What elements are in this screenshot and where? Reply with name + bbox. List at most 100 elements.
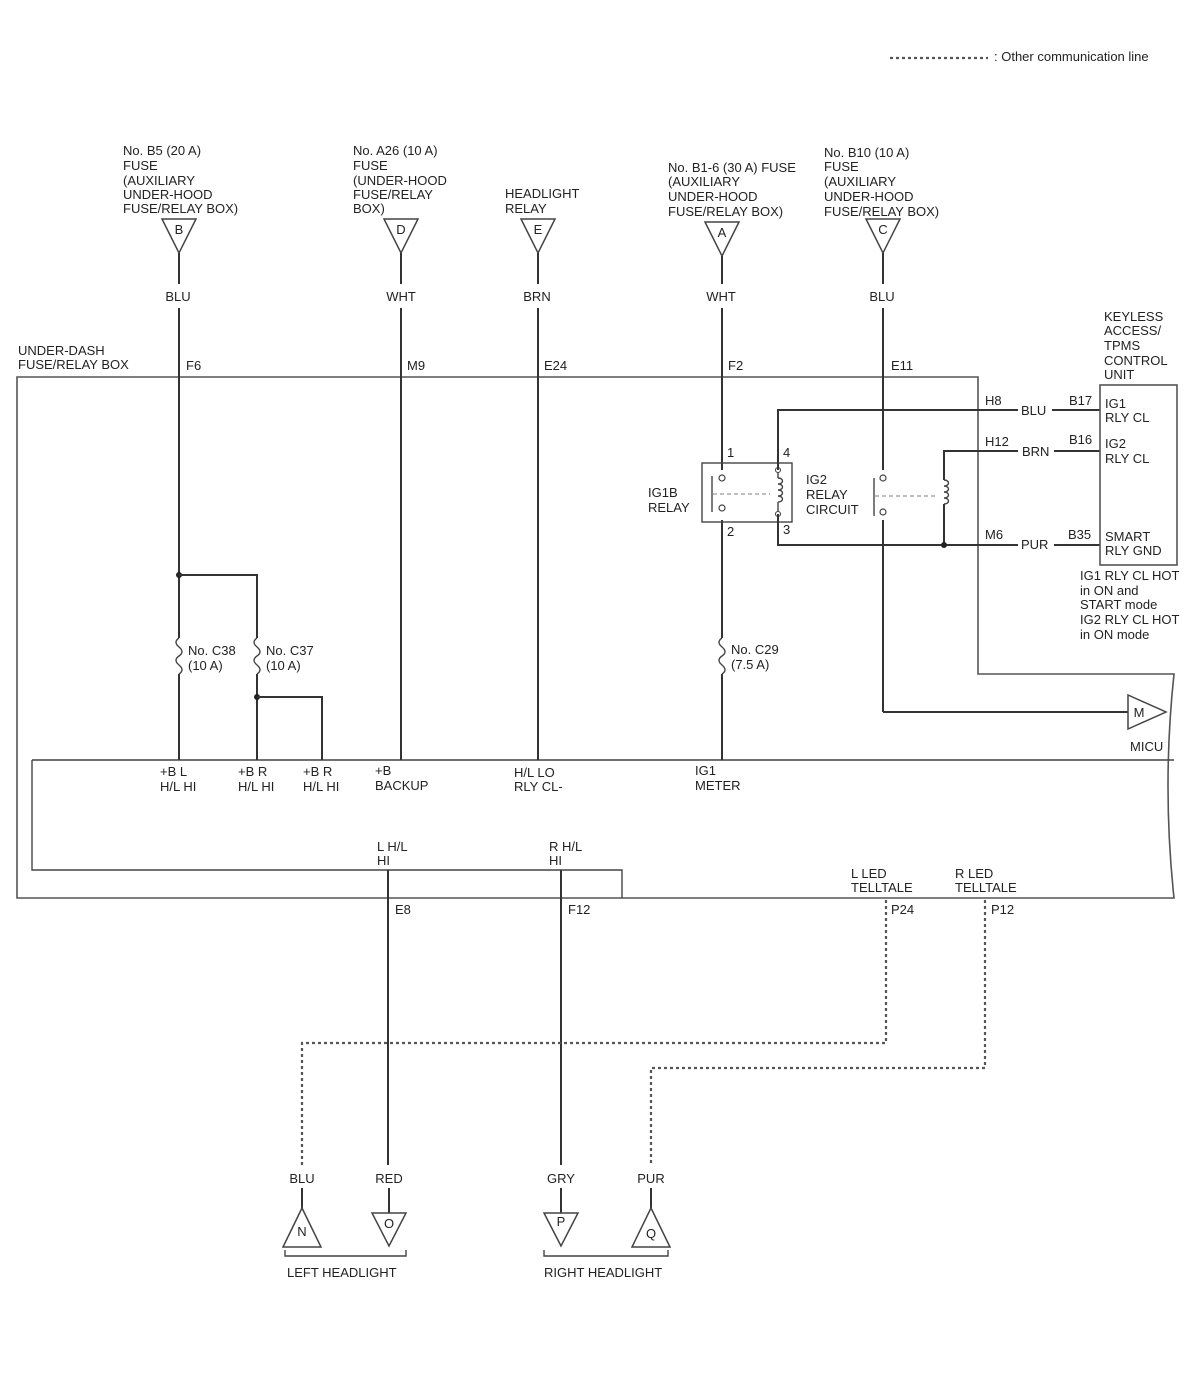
source-a-label: No. B1-6 (30 A) FUSE (AUXILIARY UNDER-HO… bbox=[668, 160, 800, 219]
source-d-line: BOX) bbox=[353, 201, 385, 216]
fuse-c38-line: No. C38 bbox=[188, 643, 236, 658]
source-b-label: No. B5 (20 A) FUSE (AUXILIARY UNDER-HOOD… bbox=[123, 143, 238, 216]
keyless-func-ig1: IG1 RLY CL bbox=[1105, 396, 1149, 425]
keyless-unit-title: KEYLESS ACCESS/ TPMS CONTROL UNIT bbox=[1104, 309, 1171, 382]
ig1b-relay-label: IG1B RELAY bbox=[648, 485, 690, 515]
ig2-relay-circuit: IG2 RELAY CIRCUIT bbox=[806, 472, 950, 517]
label-line: L H/L bbox=[377, 839, 407, 854]
source-b-line: UNDER-HOOD bbox=[123, 187, 213, 202]
source-fuse-a26: No. A26 (10 A) FUSE (UNDER-HOOD FUSE/REL… bbox=[353, 143, 451, 304]
ig2-relay-line: IG2 bbox=[806, 472, 827, 487]
terminal-h12: H12 bbox=[985, 434, 1009, 449]
left-headlight-label: LEFT HEADLIGHT bbox=[287, 1265, 397, 1280]
label-line: IG1 bbox=[695, 763, 716, 778]
ig1b-relay-line: RELAY bbox=[648, 500, 690, 515]
connector-a-letter: A bbox=[718, 225, 727, 240]
ig2-relay-line: RELAY bbox=[806, 487, 848, 502]
label-bl-hl-hi: +B L H/L HI bbox=[160, 764, 196, 794]
label-line: R H/L bbox=[549, 839, 582, 854]
keyless-func-line: SMART bbox=[1105, 529, 1150, 544]
micu-connector-m: M bbox=[1127, 693, 1168, 731]
label-line: +B R bbox=[303, 764, 332, 779]
label-line: TELLTALE bbox=[955, 880, 1017, 895]
fuse-c38-line: (10 A) bbox=[188, 658, 223, 673]
under-dash-box-title: UNDER-DASH FUSE/RELAY BOX bbox=[18, 343, 129, 372]
label-line: HI bbox=[377, 853, 390, 868]
source-c-line: UNDER-HOOD bbox=[824, 189, 914, 204]
keyless-note-line: IG2 RLY CL HOT bbox=[1080, 612, 1180, 627]
terminal-p24: P24 bbox=[891, 902, 914, 917]
connector-e-triangle bbox=[519, 218, 557, 255]
keyless-title-line: KEYLESS bbox=[1104, 309, 1164, 324]
source-d-label: No. A26 (10 A) FUSE (UNDER-HOOD FUSE/REL… bbox=[353, 143, 451, 216]
ig1b-relay-line: IG1B bbox=[648, 485, 678, 500]
fuse-c37-line: (10 A) bbox=[266, 658, 301, 673]
label-line: +B L bbox=[160, 764, 187, 779]
fuse-c29-line: No. C29 bbox=[731, 642, 779, 657]
ig1b-pin-4: 4 bbox=[783, 445, 790, 460]
keyless-access-unit: KEYLESS ACCESS/ TPMS CONTROL UNIT BLU B1… bbox=[1018, 309, 1180, 642]
source-c-line: (AUXILIARY bbox=[824, 174, 896, 189]
label-line: L LED bbox=[851, 866, 887, 881]
source-d-line: (UNDER-HOOD bbox=[353, 173, 447, 188]
keyless-title-line: ACCESS/ bbox=[1104, 323, 1161, 338]
source-b-line: FUSE/RELAY BOX) bbox=[123, 201, 238, 216]
ig1b-relay: IG1B RELAY 1 2 4 3 bbox=[648, 445, 793, 539]
source-a-line: UNDER-HOOD bbox=[668, 189, 758, 204]
label-hl-lo-rly: H/L LO RLY CL- bbox=[514, 765, 563, 794]
keyless-func-line: RLY CL bbox=[1105, 451, 1149, 466]
fuse-c29: No. C29 (7.5 A) bbox=[718, 637, 779, 675]
headlight-wires: E8 F12 P24 P12 bbox=[300, 870, 1014, 1165]
connector-d-letter: D bbox=[396, 222, 405, 237]
source-d-line: No. A26 (10 A) bbox=[353, 143, 438, 158]
connector-p: P bbox=[542, 1212, 580, 1248]
keyless-wire-pur: PUR bbox=[1021, 537, 1048, 552]
ig1b-pin-2: 2 bbox=[727, 524, 734, 539]
fuse-c37-line: No. C37 bbox=[266, 643, 314, 658]
connector-b-triangle bbox=[160, 218, 198, 255]
wire-color-e: BRN bbox=[523, 289, 550, 304]
fuse-c29-line: (7.5 A) bbox=[731, 657, 769, 672]
label-line: TELLTALE bbox=[851, 880, 913, 895]
keyless-note-line: IG1 RLY CL HOT bbox=[1080, 568, 1180, 583]
keyless-title-line: UNIT bbox=[1104, 367, 1134, 382]
label-b-backup: +B BACKUP bbox=[375, 763, 428, 793]
label-line: H/L HI bbox=[303, 779, 339, 794]
connector-q-letter: Q bbox=[646, 1226, 656, 1241]
terminal-e24: E24 bbox=[544, 358, 567, 373]
wire-color-a: WHT bbox=[706, 289, 736, 304]
ig2-relay-label: IG2 RELAY CIRCUIT bbox=[806, 472, 859, 517]
source-c-line: FUSE bbox=[824, 159, 859, 174]
micu-label: MICU bbox=[1130, 739, 1163, 754]
connector-e-letter: E bbox=[534, 222, 543, 237]
connector-c-letter: C bbox=[878, 222, 887, 237]
fuse-c38-label: No. C38 (10 A) bbox=[188, 643, 239, 673]
label-line: H/L HI bbox=[238, 779, 274, 794]
fuse-c38: No. C38 (10 A) bbox=[175, 637, 239, 675]
label-r-led-telltale: R LED TELLTALE bbox=[955, 866, 1017, 895]
source-c-line: No. B10 (10 A) bbox=[824, 145, 909, 160]
connector-n: N bbox=[281, 1206, 323, 1248]
source-d-line: FUSE/RELAY bbox=[353, 187, 433, 202]
label-ig1-meter: IG1 METER bbox=[695, 763, 741, 793]
micu-box-outline bbox=[31, 759, 1174, 898]
fuse-c37-label: No. C37 (10 A) bbox=[266, 643, 317, 673]
source-fuse-b5: No. B5 (20 A) FUSE (AUXILIARY UNDER-HOOD… bbox=[123, 143, 238, 304]
wire-color-q: PUR bbox=[637, 1171, 664, 1186]
source-a-line: No. B1-6 (30 A) FUSE bbox=[668, 160, 796, 175]
label-br-hl-hi-2: +B R H/L HI bbox=[303, 764, 339, 794]
source-b-line: No. B5 (20 A) bbox=[123, 143, 201, 158]
label-line: +B bbox=[375, 763, 391, 778]
legend: : Other communication line bbox=[890, 49, 1149, 64]
connector-d-triangle bbox=[382, 218, 420, 255]
label-line: METER bbox=[695, 778, 741, 793]
source-c-line: FUSE/RELAY BOX) bbox=[824, 204, 939, 219]
right-headlight-label: RIGHT HEADLIGHT bbox=[544, 1265, 662, 1280]
keyless-pin-b16: B16 bbox=[1069, 432, 1092, 447]
source-fuse-b1-6: No. B1-6 (30 A) FUSE (AUXILIARY UNDER-HO… bbox=[668, 160, 800, 304]
label-line: BACKUP bbox=[375, 778, 428, 793]
keyless-note-line: in ON and bbox=[1080, 583, 1139, 598]
keyless-title-line: TPMS bbox=[1104, 338, 1140, 353]
ig2-relay-line: CIRCUIT bbox=[806, 502, 859, 517]
micu-connector-letter: M bbox=[1134, 705, 1145, 720]
